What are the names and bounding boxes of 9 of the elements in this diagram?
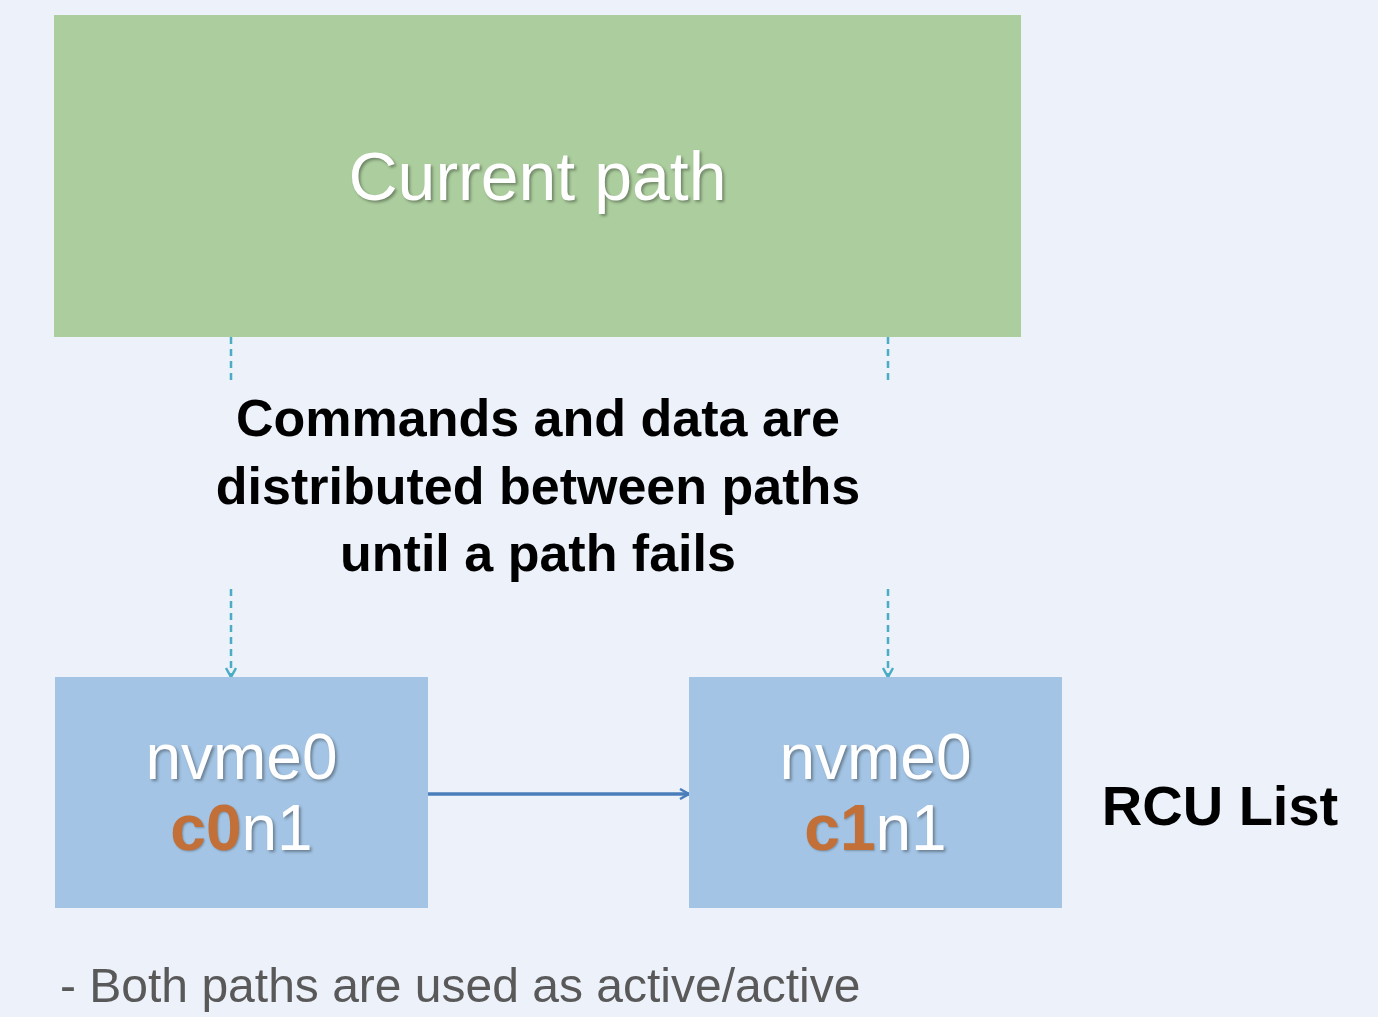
device-box bbox=[689, 677, 1062, 908]
list-label: RCU List bbox=[1100, 773, 1340, 839]
note-text: - Both paths are used as active/active bbox=[60, 958, 862, 1014]
path-box bbox=[54, 15, 1021, 337]
arrow bbox=[428, 787, 691, 801]
device-name: nvme0 c0n1 bbox=[144, 722, 339, 863]
path-label: Current path bbox=[348, 138, 727, 214]
device-name: nvme0 c1n1 bbox=[778, 722, 973, 863]
device-box bbox=[55, 677, 428, 908]
